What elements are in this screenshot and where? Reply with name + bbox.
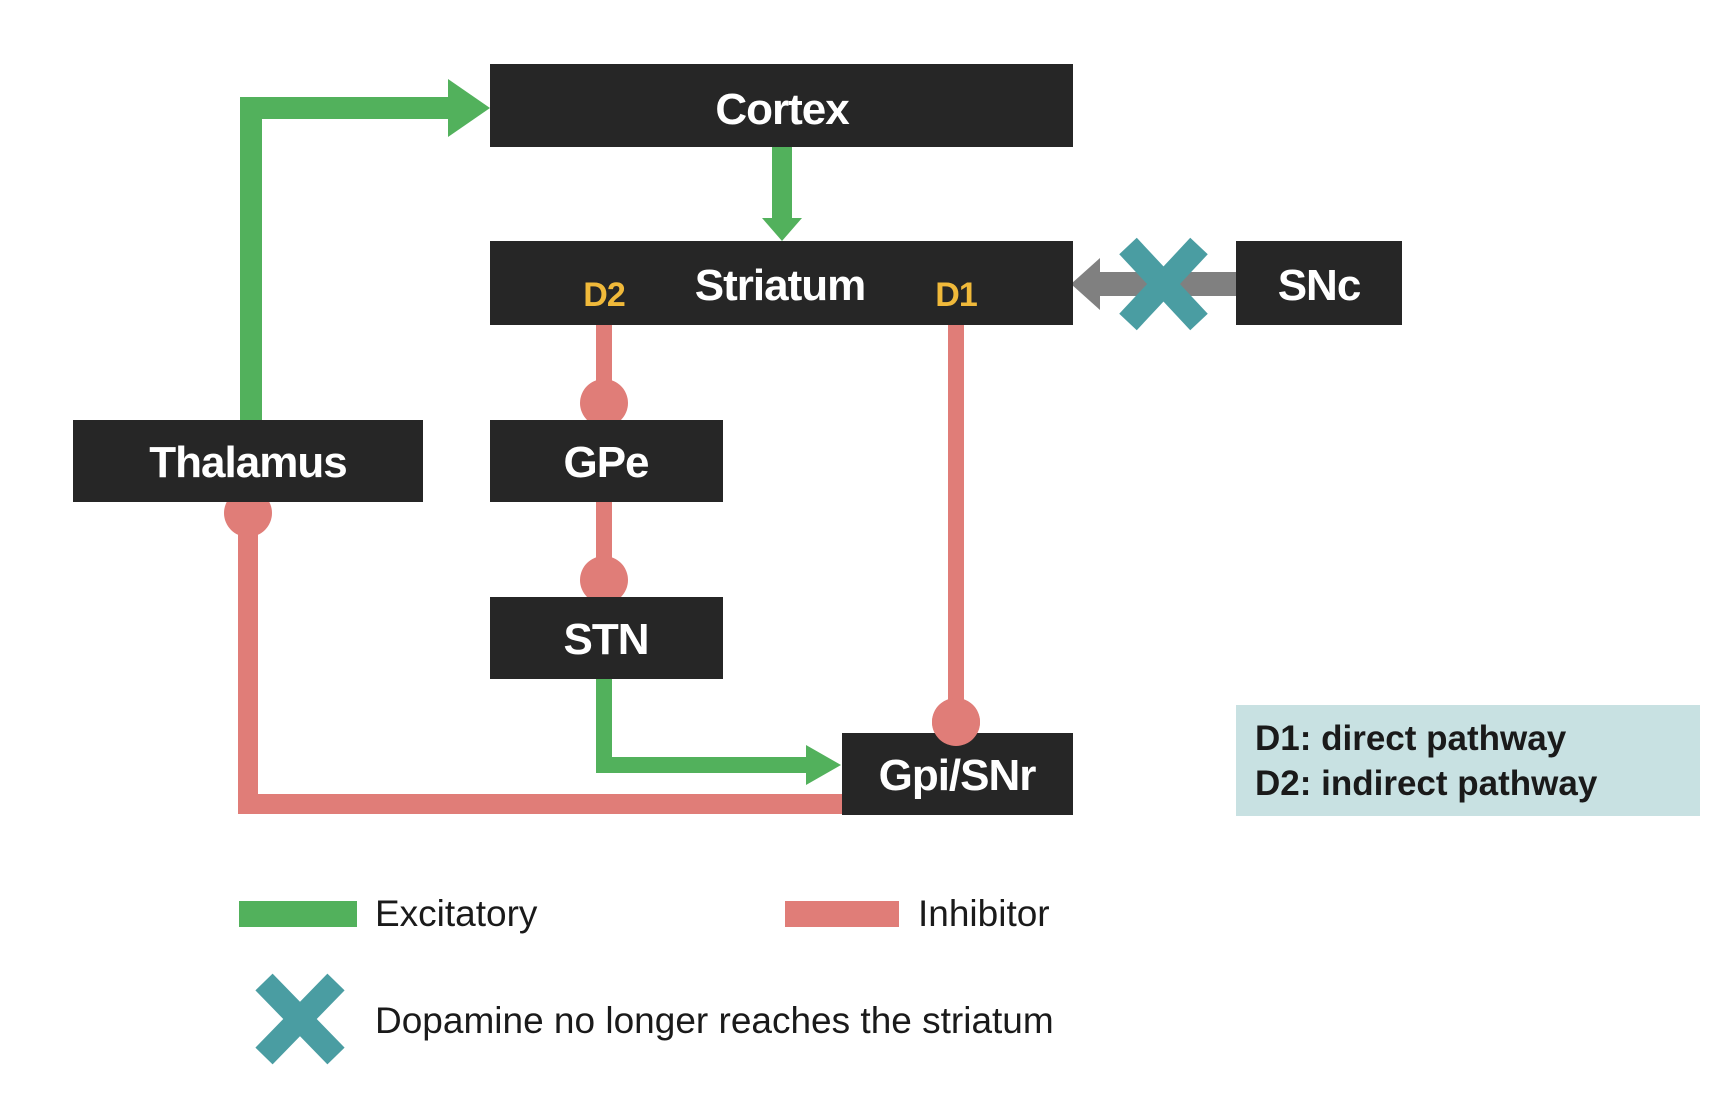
legend-excitatory: Excitatory: [239, 893, 538, 934]
pathway-note: D1: direct pathway D2: indirect pathway: [1236, 705, 1700, 816]
edge-cortex-to-striatum: [762, 146, 802, 241]
legend-inhibitor-swatch: [785, 901, 899, 927]
edge-striatum-to-gpe: [580, 325, 628, 427]
legend-inhibitor-label: Inhibitor: [918, 893, 1050, 934]
node-stn: STN: [490, 597, 723, 679]
blocked-cross-icon: [1119, 237, 1208, 331]
edge-striatum-to-gpi-snr: [932, 325, 980, 746]
node-snc: SNc: [1236, 241, 1402, 325]
cortex-label: Cortex: [715, 85, 850, 134]
legend-excitatory-swatch: [239, 901, 357, 927]
note-line-direct: D1: direct pathway: [1255, 719, 1567, 758]
snc-label: SNc: [1278, 261, 1361, 310]
gpi-snr-label: Gpi/SNr: [879, 751, 1037, 800]
node-gpe: GPe: [490, 420, 723, 502]
legend-blocked: Dopamine no longer reaches the striatum: [255, 973, 1054, 1065]
receptor-d1-label: D1: [935, 276, 977, 314]
edge-gpe-to-stn: [580, 502, 628, 604]
stn-label: STN: [564, 615, 649, 664]
legend-inhibitor: Inhibitor: [785, 893, 1050, 934]
node-cortex: Cortex: [490, 64, 1073, 147]
node-striatum: Striatum D2 D1: [490, 241, 1073, 325]
striatum-label: Striatum: [695, 261, 865, 310]
edge-thalamus-to-cortex: [240, 79, 490, 420]
legend-cross-icon: [255, 973, 345, 1065]
legend-blocked-label: Dopamine no longer reaches the striatum: [375, 1000, 1054, 1041]
gpe-label: GPe: [563, 438, 648, 487]
thalamus-label: Thalamus: [149, 438, 346, 487]
node-gpi-snr: Gpi/SNr: [842, 698, 1073, 815]
legend-excitatory-label: Excitatory: [375, 893, 538, 934]
receptor-d2-label: D2: [583, 276, 625, 314]
edge-stn-to-gpi-snr: [596, 679, 841, 785]
node-thalamus: Thalamus: [73, 420, 423, 502]
legend: Excitatory Inhibitor Dopamine no longer …: [239, 893, 1054, 1065]
note-line-indirect: D2: indirect pathway: [1255, 764, 1598, 803]
